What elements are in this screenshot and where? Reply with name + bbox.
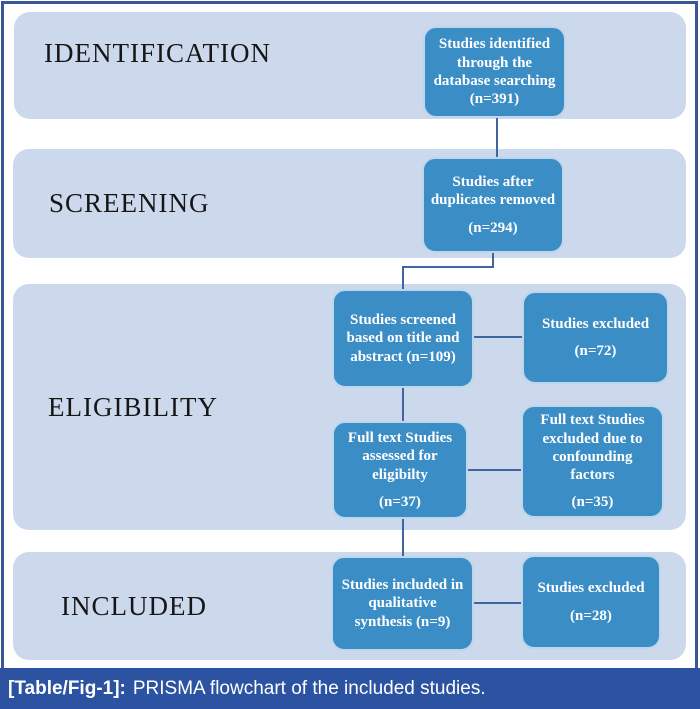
band-identification: IDENTIFICATION <box>14 12 686 119</box>
box-studies-screened: Studies screened based on title and abst… <box>332 289 474 388</box>
box-studies-identified: Studies identified through the database … <box>423 26 566 118</box>
figure-caption-text: PRISMA flowchart of the included studies… <box>132 677 486 699</box>
figure-frame <box>1 1 698 668</box>
connector-elbow-to-screened <box>402 266 404 290</box>
band-screening: SCREENING <box>13 149 686 258</box>
box-studies-excluded-screening: Studies excluded (n=72) <box>522 291 669 384</box>
box-studies-identified-count: (n=391) <box>469 91 520 108</box>
box-after-duplicates-text: Studies after duplicates removed <box>430 174 556 209</box>
band-label-screening: SCREENING <box>49 188 210 218</box>
box-included-qualitative: Studies included in qualitative synthesi… <box>331 556 474 651</box>
box-fulltext-excluded-text: Full text Studies excluded due to confou… <box>540 412 645 484</box>
connector-fulltext-to-excluded <box>468 469 521 471</box>
box-fulltext-assessed-count: (n=37) <box>379 493 421 510</box>
box-fulltext-assessed-text: Full text Studies assessed for eligibilt… <box>347 429 453 483</box>
box-studies-screened-text: Studies screened based on title and abst… <box>346 312 460 365</box>
connector-duplicates-elbow <box>402 266 494 268</box>
box-fulltext-excluded: Full text Studies excluded due to confou… <box>521 405 664 518</box>
box-studies-excluded-screening-text: Studies excluded <box>541 315 650 332</box>
box-fulltext-assessed: Full text Studies assessed for eligibilt… <box>332 421 468 519</box>
box-studies-identified-text: Studies identified through the database … <box>433 36 556 89</box>
connector-fulltext-to-included <box>402 519 404 557</box>
connector-identified-to-duplicates <box>496 118 498 158</box>
box-included-qualitative-text: Studies included in qualitative synthesi… <box>341 577 464 630</box>
figure-caption-label: [Table/Fig-1]: <box>8 677 126 699</box>
band-label-identification: IDENTIFICATION <box>44 38 271 68</box>
box-fulltext-excluded-count: (n=35) <box>571 494 614 511</box>
box-after-duplicates-count: (n=294) <box>468 219 518 236</box>
box-after-duplicates: Studies after duplicates removed (n=294) <box>422 157 564 253</box>
box-studies-excluded-included-count: (n=28) <box>570 607 612 624</box>
connector-screened-to-fulltext <box>402 388 404 422</box>
figure-caption-bar: [Table/Fig-1]: PRISMA flowchart of the i… <box>0 668 700 709</box>
connector-duplicates-down <box>492 253 494 268</box>
box-studies-excluded-included: Studies excluded (n=28) <box>521 555 661 649</box>
connector-included-to-excluded <box>474 602 521 604</box>
box-studies-excluded-screening-count: (n=72) <box>574 343 617 359</box>
connector-screened-to-excluded <box>474 336 522 338</box>
box-studies-excluded-included-text: Studies excluded <box>537 580 645 597</box>
band-label-included: INCLUDED <box>61 590 207 621</box>
band-label-eligibility: ELIGIBILITY <box>48 391 218 422</box>
